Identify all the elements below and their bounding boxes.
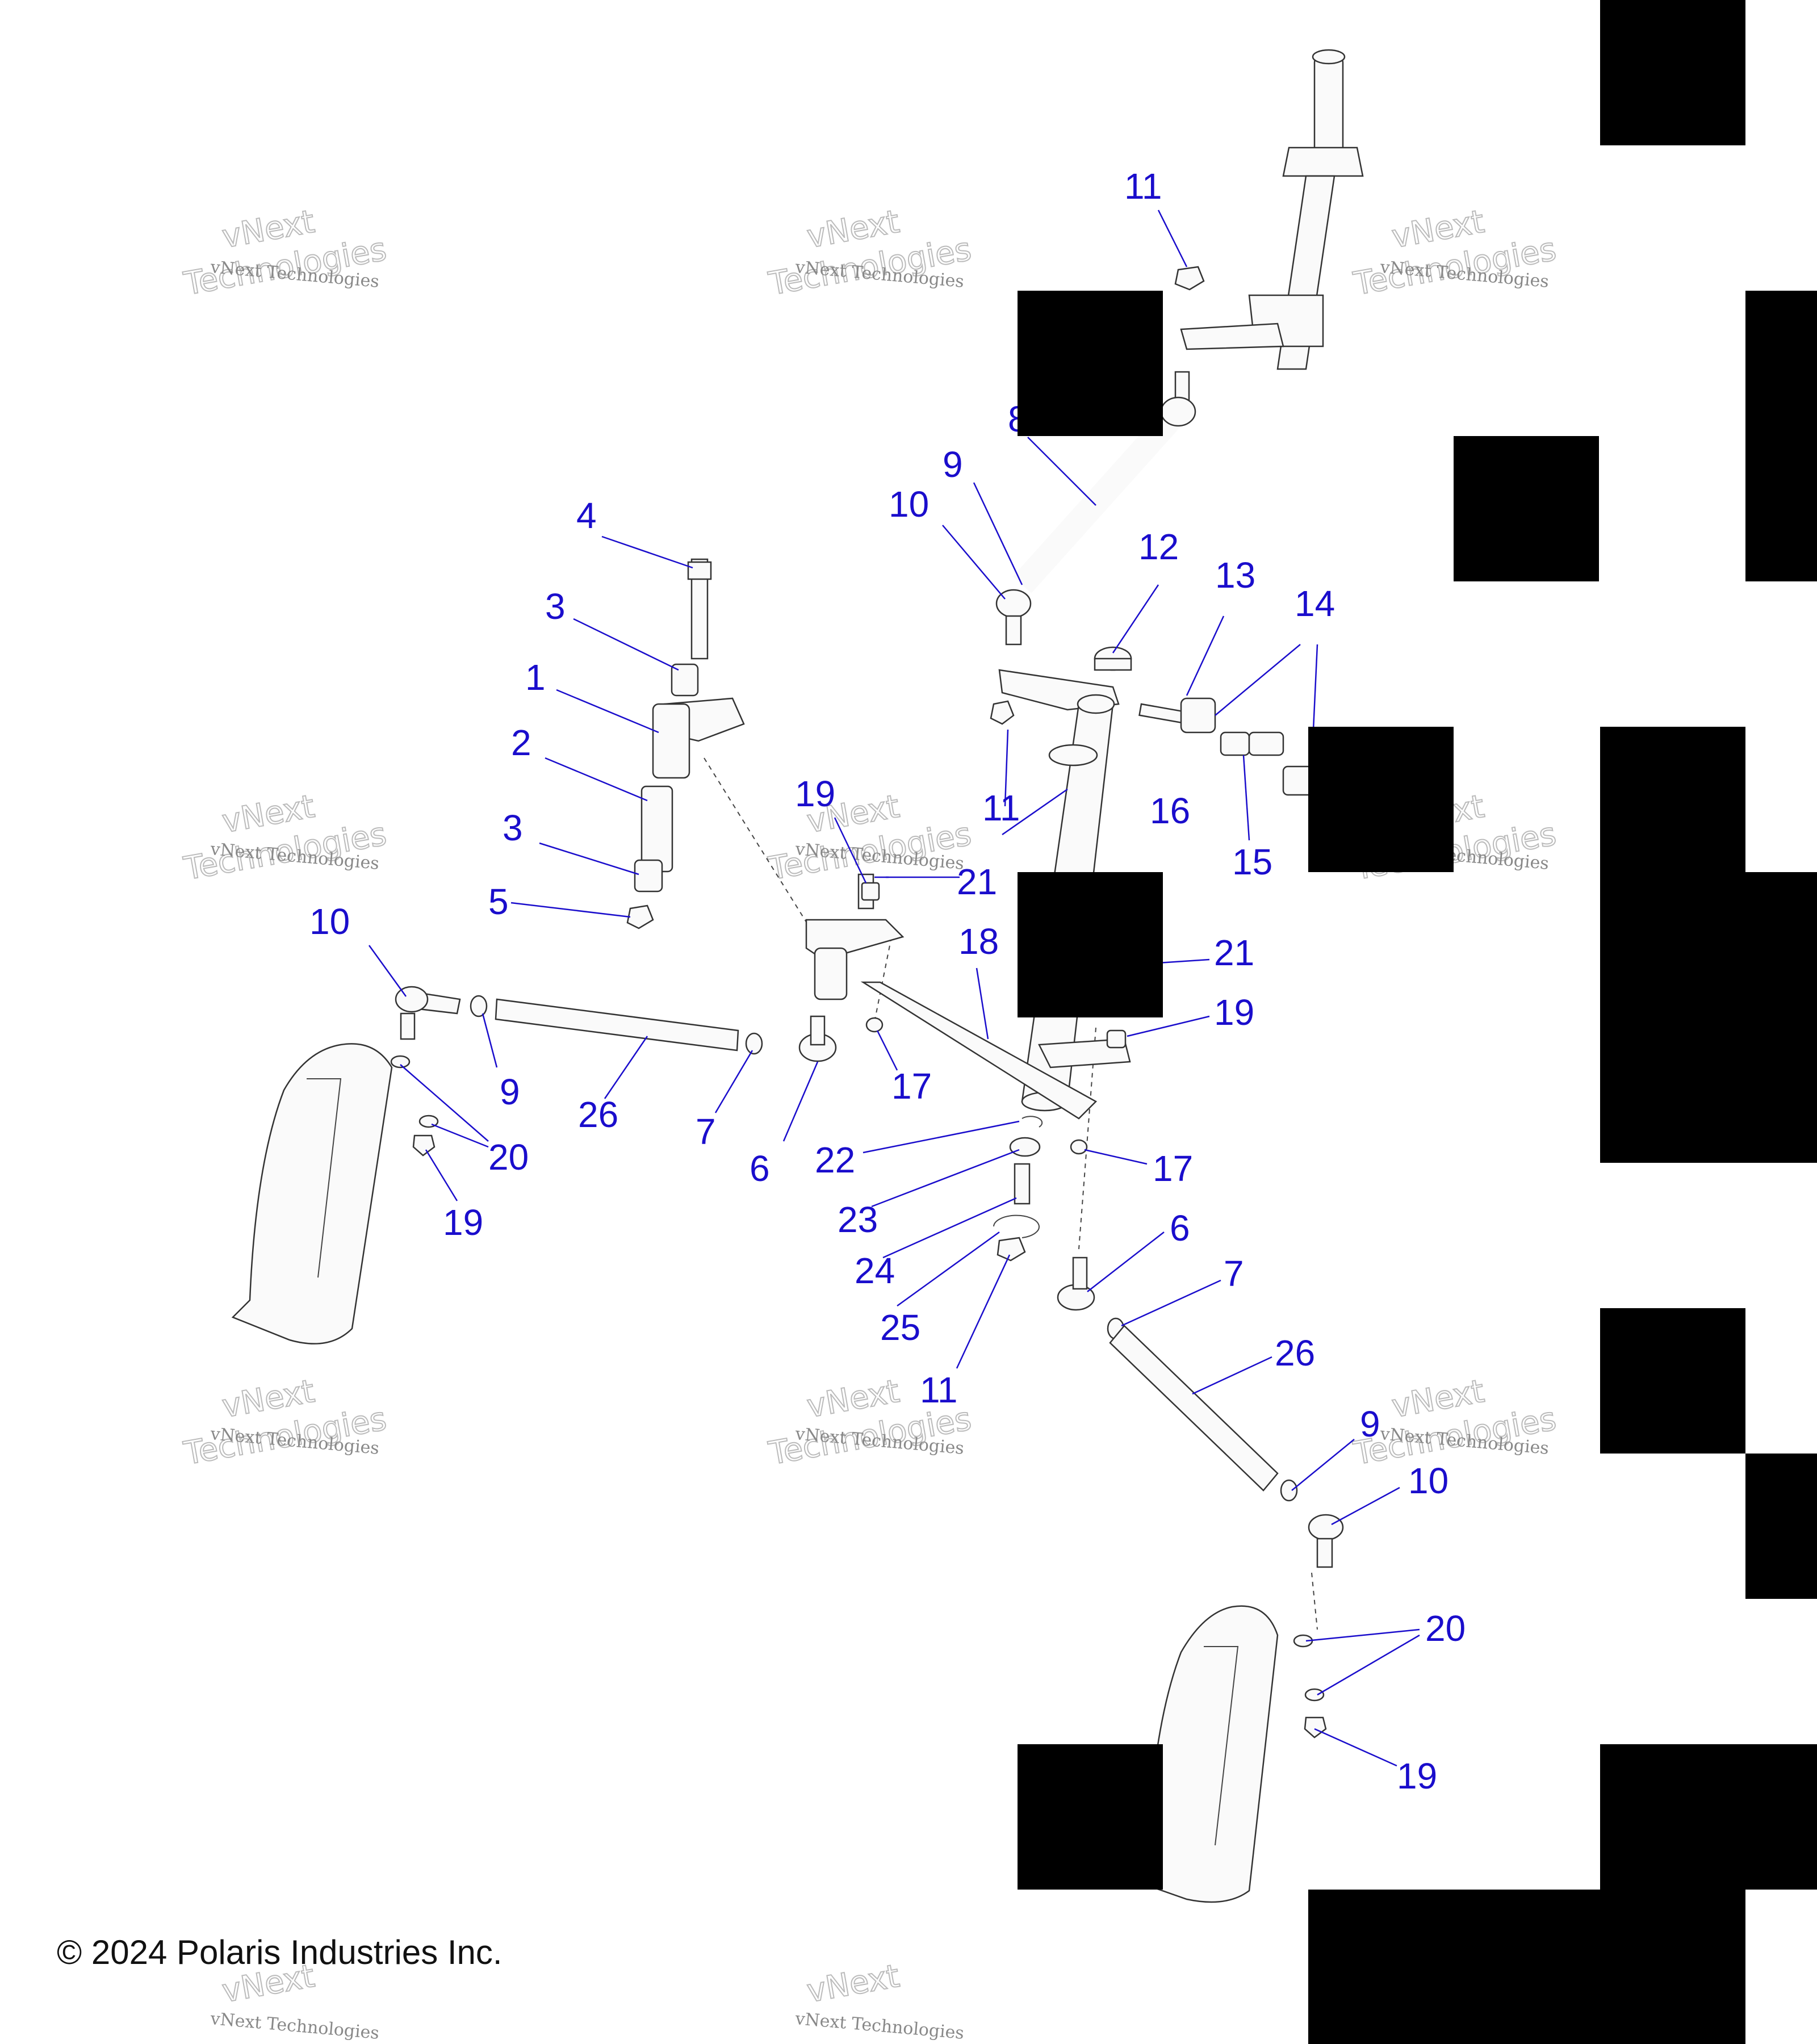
callout-11-mid: 11 xyxy=(982,788,1020,828)
callout-13: 13 xyxy=(1215,555,1255,596)
redaction-blocks xyxy=(1018,0,1817,2044)
snap-ring-22 xyxy=(1021,1116,1043,1128)
callout-9-right: 9 xyxy=(1360,1404,1380,1444)
parts-group xyxy=(231,49,1364,1903)
callout-19-right: 19 xyxy=(1397,1756,1437,1796)
callout-25: 25 xyxy=(880,1307,920,1348)
callout-23: 23 xyxy=(838,1199,878,1240)
callout-7-left: 7 xyxy=(696,1111,716,1152)
callout-6-left: 6 xyxy=(750,1148,770,1189)
callout-16: 16 xyxy=(1150,790,1190,831)
callout-24: 24 xyxy=(855,1250,895,1291)
callout-10: 10 xyxy=(889,484,929,525)
callout-26-right: 26 xyxy=(1275,1333,1315,1373)
callout-19-top: 19 xyxy=(795,773,835,814)
callout-10-left: 10 xyxy=(309,901,350,942)
callout-3b: 3 xyxy=(503,807,523,848)
callout-9: 9 xyxy=(943,444,963,485)
callout-9-left: 9 xyxy=(500,1071,520,1112)
nut-11-low xyxy=(997,1237,1026,1262)
callout-11-low: 11 xyxy=(920,1369,957,1410)
callout-26-left: 26 xyxy=(578,1094,618,1135)
watermark-text: vNext Technologies xyxy=(209,2009,380,2043)
dashed-guide-4 xyxy=(1311,1572,1318,1630)
bracket-13-14-15 xyxy=(1138,697,1318,796)
callout-21-top: 21 xyxy=(957,861,997,902)
nut-19-mid xyxy=(1106,1029,1127,1049)
callout-20-right: 20 xyxy=(1425,1608,1466,1649)
bolt-24 xyxy=(1014,1163,1031,1205)
upper-steering-column xyxy=(1180,49,1364,370)
center-idler xyxy=(805,873,905,1000)
callout-20-left: 20 xyxy=(488,1137,529,1178)
leader-lines xyxy=(368,210,1420,1767)
callout-11: 11 xyxy=(1124,166,1162,207)
drag-link-18 xyxy=(860,981,1098,1120)
dashed-guide-2 xyxy=(874,936,892,1023)
watermark-text: vNext xyxy=(804,1958,902,2010)
callout-17-b: 17 xyxy=(1153,1148,1193,1189)
tie-rod-26-right xyxy=(1057,1256,1344,1568)
callout-15: 15 xyxy=(1232,841,1272,882)
callout-1: 1 xyxy=(525,657,546,698)
callout-2: 2 xyxy=(511,722,531,763)
nut-17-b xyxy=(1070,1139,1088,1155)
callout-10-right: 10 xyxy=(1408,1460,1448,1501)
callout-22: 22 xyxy=(815,1140,855,1180)
callout-labels: 11 8 9 10 12 13 14 4 3 1 2 3 5 19 21 16 … xyxy=(309,166,1466,1796)
callout-7-right: 7 xyxy=(1224,1253,1244,1294)
tie-rod-8 xyxy=(1012,371,1196,593)
callout-19-left: 19 xyxy=(443,1202,483,1243)
watermark-text: vNext Technologies xyxy=(794,2009,965,2043)
callout-12: 12 xyxy=(1138,526,1179,567)
callout-21-mid: 21 xyxy=(1214,932,1254,973)
callout-18: 18 xyxy=(958,921,999,962)
copyright-text: © 2024 Polaris Industries Inc. xyxy=(57,1933,503,1971)
callout-6-right: 6 xyxy=(1170,1208,1190,1249)
nut-11-top xyxy=(1174,266,1205,291)
nut-17-a xyxy=(865,1017,884,1033)
spindle-left xyxy=(231,1043,393,1344)
washer-23 xyxy=(1009,1137,1041,1157)
callout-17-a: 17 xyxy=(891,1066,932,1107)
callout-14: 14 xyxy=(1295,583,1335,624)
tie-rod-26-left xyxy=(495,998,739,1052)
dashed-guide-1 xyxy=(704,757,813,932)
callout-3: 3 xyxy=(545,586,566,627)
callout-5: 5 xyxy=(488,881,509,922)
callout-4: 4 xyxy=(576,495,597,536)
idler-assembly-left xyxy=(626,558,745,929)
ring-25 xyxy=(993,1214,1040,1238)
callout-19-mid: 19 xyxy=(1214,992,1254,1033)
